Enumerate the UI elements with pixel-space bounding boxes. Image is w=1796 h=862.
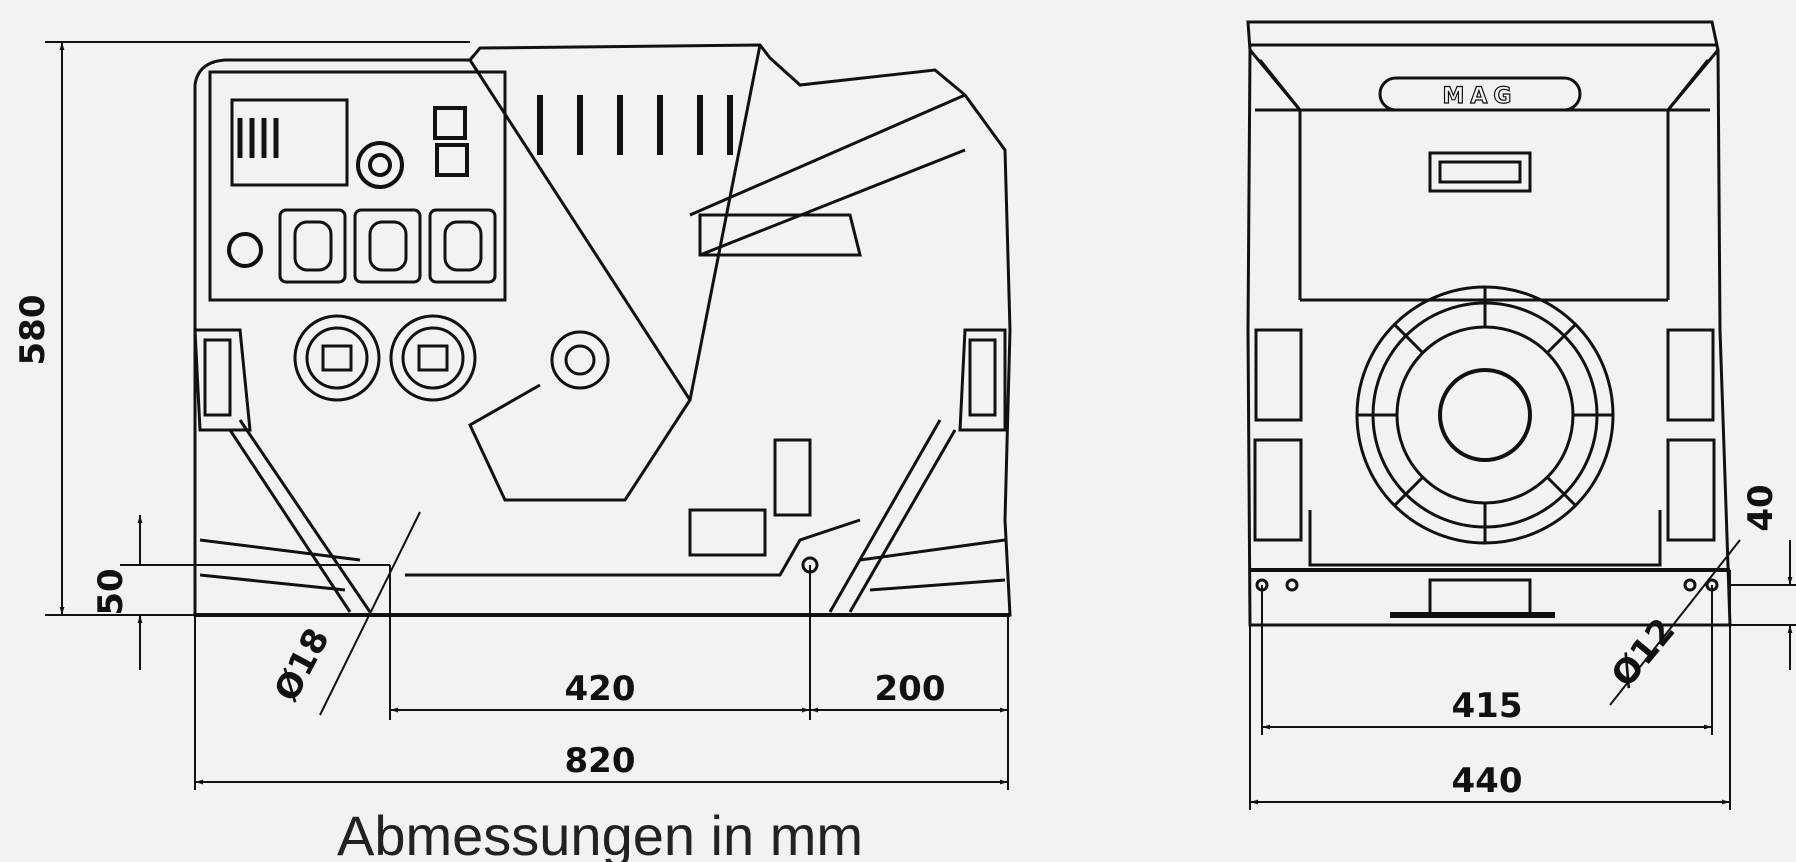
side-hole-diameter-label: Ø18	[267, 622, 338, 708]
front-foot-height-label: 40	[1741, 484, 1781, 531]
side-hole-spacing-label: 420	[565, 669, 636, 709]
front-view-generator-body	[1246, 20, 1732, 627]
side-foot-height-label: 50	[91, 568, 131, 615]
front-total-width-label: 440	[1452, 761, 1523, 801]
front-view-dimension-lines	[1249, 539, 1796, 810]
side-view-dimension-lines	[45, 41, 1009, 790]
front-view: MAG 40 Ø12 415 440	[1246, 20, 1796, 810]
side-rear-offset-label: 200	[875, 669, 946, 709]
front-hole-diameter-label: Ø12	[1604, 611, 1684, 695]
front-hole-spacing-label: 415	[1452, 686, 1523, 726]
front-brand-logo: MAG	[1443, 84, 1518, 109]
side-total-length-label: 820	[565, 741, 636, 781]
side-height-label: 580	[13, 295, 53, 366]
caption: Abmessungen in mm	[337, 804, 863, 862]
side-view-generator-body	[193, 43, 1012, 617]
side-view: 580 50 Ø18 420 200 820	[13, 41, 1012, 790]
